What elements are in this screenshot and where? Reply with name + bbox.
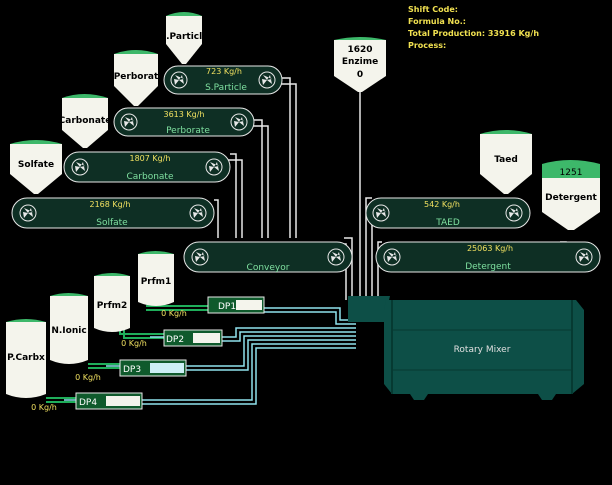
rotate-icon: [71, 158, 89, 176]
rotary-mixer[interactable]: Rotary Mixer: [348, 296, 584, 400]
silo-enzime-label: Enzime: [342, 57, 378, 67]
dp3-label: DP3: [123, 365, 141, 375]
shift-code: Shift Code:: [408, 5, 459, 14]
tank-n-ionic[interactable]: N.Ionic: [50, 293, 88, 364]
tank-prfm1[interactable]: Prfm1: [138, 251, 174, 306]
tank-prfm2[interactable]: Prfm2: [94, 273, 130, 332]
silo-taed-label: Taed: [494, 155, 518, 165]
detergent-belt-label: Detergent: [465, 262, 511, 272]
s-particle-rate: 723 Kg/h: [206, 67, 242, 76]
rotate-icon: [372, 204, 390, 222]
silo-carbonate-label: Carbonate: [59, 116, 112, 126]
tank-p-carbx[interactable]: P.Carbx: [6, 319, 46, 398]
perborate-rate: 3613 Kg/h: [164, 110, 205, 119]
dp1-label: DP1: [218, 302, 236, 312]
rotate-icon: [383, 248, 401, 266]
formula-no: Formula No.:: [408, 17, 466, 26]
solfate-belt-label: Solfate: [96, 218, 128, 228]
silo-detergent-label: Detergent: [545, 193, 597, 203]
total-production: Total Production: 33916 Kg/h: [408, 29, 540, 38]
rotate-icon: [191, 248, 209, 266]
silo-detergent[interactable]: 1251 Detergent: [542, 160, 600, 230]
n-ionic-rate: 0 Kg/h: [75, 373, 101, 382]
rotate-icon: [230, 113, 248, 131]
conveyor-carbonate[interactable]: 1807 Kg/h Carbonate: [63, 151, 231, 183]
rotate-icon: [120, 113, 138, 131]
perborate-belt-label: Perborate: [166, 126, 210, 136]
tank-n-ionic-label: N.Ionic: [51, 326, 86, 336]
conveyor-detergent[interactable]: 25063 Kg/h Detergent: [375, 241, 601, 273]
production-header: Shift Code: Formula No.: Total Productio…: [408, 4, 539, 52]
conveyor-s-particle[interactable]: 723 Kg/h S.Particle: [163, 65, 283, 95]
dp4-label: DP4: [79, 398, 97, 408]
detergent-rate: 25063 Kg/h: [467, 244, 513, 253]
conveyor-solfate[interactable]: 2168 Kg/h Solfate: [11, 197, 215, 229]
silo-perborat-label: Perborat: [114, 72, 159, 82]
dosing-pump-dp3[interactable]: DP3: [119, 359, 187, 377]
solfate-rate: 2168 Kg/h: [90, 200, 131, 209]
silo-carbonate[interactable]: Carbonate: [59, 94, 112, 148]
rotate-icon: [258, 71, 276, 89]
s-particle-belt-label: S.Particle: [205, 83, 247, 93]
silo-solfate[interactable]: Solfate: [10, 140, 62, 194]
silo-taed[interactable]: Taed: [480, 130, 532, 194]
silo-s-particle[interactable]: S.Particle: [160, 12, 209, 64]
dosing-pump-dp2[interactable]: DP2: [163, 329, 223, 347]
prfm2-rate: 0 Kg/h: [121, 339, 147, 348]
dosing-pump-dp1[interactable]: DP1: [207, 296, 265, 314]
rotate-icon: [575, 248, 593, 266]
taed-rate: 542 Kg/h: [424, 200, 460, 209]
dp2-label: DP2: [166, 335, 184, 345]
silo-perborat[interactable]: Perborat: [114, 50, 159, 106]
rotate-icon: [19, 204, 37, 222]
conveyor-perborate[interactable]: 3613 Kg/h Perborate: [113, 107, 255, 137]
rotate-icon: [327, 248, 345, 266]
process-status: Process:: [408, 41, 447, 50]
tank-prfm2-label: Prfm2: [97, 301, 128, 311]
rotate-icon: [505, 204, 523, 222]
detergent-level: 1251: [560, 168, 583, 178]
carbonate-belt-label: Carbonate: [126, 172, 173, 182]
carbonate-rate: 1807 Kg/h: [130, 154, 171, 163]
dosing-pump-dp4[interactable]: DP4: [75, 392, 143, 410]
p-carbx-rate: 0 Kg/h: [31, 403, 57, 412]
silo-solfate-label: Solfate: [18, 160, 54, 170]
prfm1-rate: 0 Kg/h: [161, 309, 187, 318]
rotate-icon: [205, 158, 223, 176]
main-conveyor-label: Conveyor: [247, 263, 290, 273]
taed-belt-label: TAED: [435, 218, 460, 228]
rotate-icon: [189, 204, 207, 222]
enzime-value: 1620: [347, 45, 372, 55]
rotate-icon: [170, 71, 188, 89]
conveyor-main[interactable]: Conveyor: [183, 241, 353, 273]
conveyor-taed[interactable]: 542 Kg/h TAED: [365, 197, 531, 229]
tank-p-carbx-label: P.Carbx: [7, 353, 45, 363]
mixer-label: Rotary Mixer: [454, 345, 511, 355]
silo-enzime[interactable]: 1620 Enzime 0: [334, 37, 386, 92]
tank-prfm1-label: Prfm1: [141, 277, 172, 287]
enzime-rate: 0: [357, 70, 363, 80]
silo-s-particle-label: S.Particle: [160, 32, 209, 42]
